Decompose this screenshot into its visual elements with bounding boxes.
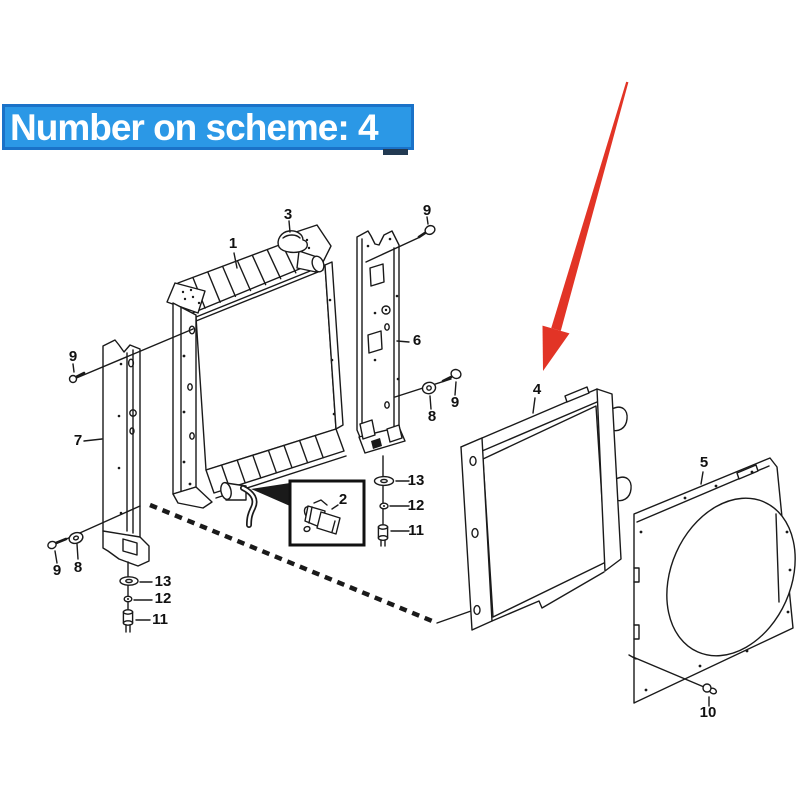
part-label-4: 4: [533, 381, 542, 398]
fastener-stack-left: [119, 561, 153, 633]
part-1-radiator: [166, 220, 347, 528]
banner-underline-mark: [383, 149, 408, 155]
part-label-8: 8: [428, 408, 436, 425]
inset-pointer-wedge: [251, 483, 290, 506]
part-9-screw-right: [441, 368, 462, 396]
assembly-dashed-line: [149, 502, 472, 626]
part-label-9: 9: [69, 348, 77, 365]
part-label-1: 1: [229, 235, 237, 252]
part-2-inset: [251, 479, 366, 547]
part-label-9: 9: [451, 394, 459, 411]
part-label-5: 5: [700, 454, 708, 471]
part-8-washer-bottom-left: [68, 531, 84, 560]
part-4-oil-cooler: [460, 386, 632, 631]
banner-text: Number on scheme: 4: [10, 106, 379, 148]
pointer-arrow: [542, 81, 629, 371]
part-9-screw-top-left: [68, 328, 194, 384]
part-label-11: 11: [408, 522, 424, 539]
part-label-12: 12: [408, 497, 425, 514]
part-label-2: 2: [339, 491, 347, 508]
fastener-stack-right: [373, 455, 410, 547]
part-label-8: 8: [74, 559, 82, 576]
scheme-number-banner: Number on scheme: 4: [2, 104, 414, 150]
part-10-screw: [702, 683, 718, 707]
part-3-filler-cap: [277, 220, 308, 254]
part-6-right-bracket: [356, 230, 410, 454]
part-label-9: 9: [423, 202, 431, 219]
part-label-7: 7: [74, 432, 82, 449]
part-9-screw-top-right: [365, 216, 436, 263]
part-label-3: 3: [284, 206, 292, 223]
part-label-9: 9: [53, 562, 61, 579]
part-label-11: 11: [152, 611, 168, 628]
part-label-13: 13: [155, 573, 172, 590]
part-label-12: 12: [155, 590, 172, 607]
part-8-washer-right: [394, 378, 452, 410]
part-5-fan-shroud: [628, 457, 796, 704]
part-9-screw-bottom-left: [47, 505, 141, 564]
part-label-13: 13: [408, 472, 425, 489]
part-2-drain-valve: [303, 499, 341, 535]
part-label-6: 6: [413, 332, 421, 349]
part-7-left-bracket: [83, 339, 150, 567]
part-label-10: 10: [700, 704, 717, 721]
